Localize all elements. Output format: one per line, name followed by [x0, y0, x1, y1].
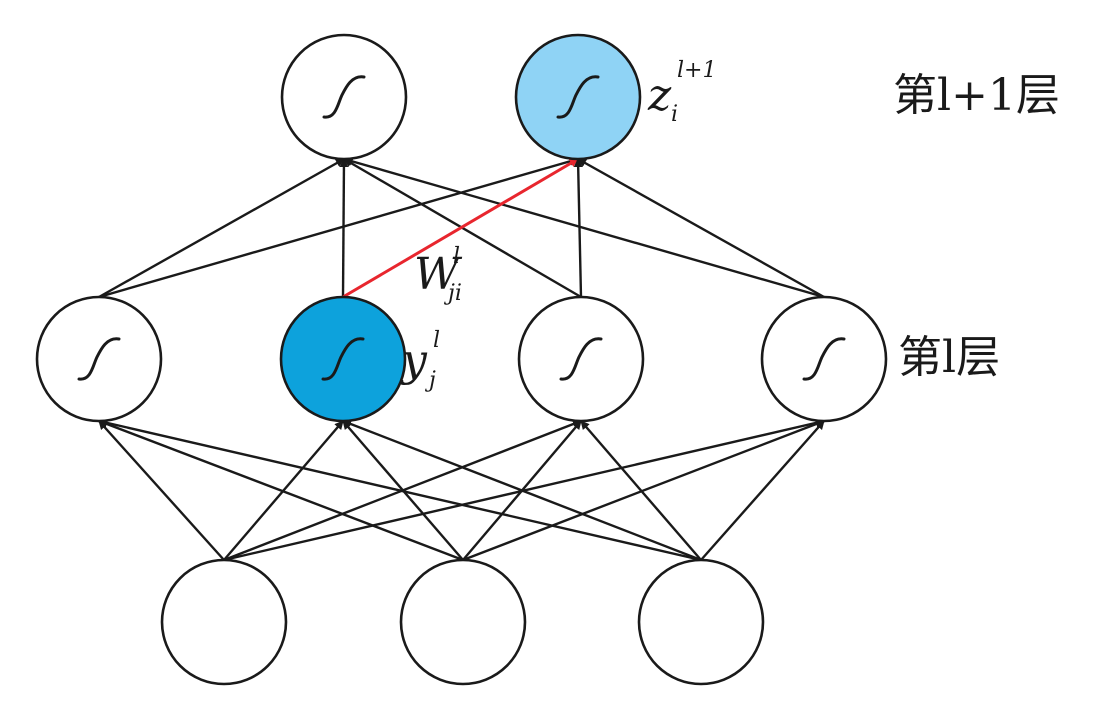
neuron-circle: [637, 558, 765, 686]
z-i-l-plus-1-label: z i l+1: [647, 58, 716, 127]
neuron-m2: [279, 295, 407, 423]
edge-b3-to-m4: [700, 420, 825, 561]
neurons: [35, 33, 888, 686]
z-base: z: [647, 70, 672, 121]
sigmoid-icon: [559, 337, 603, 381]
layer-label-l-plus-1: 第l+1层: [893, 70, 1060, 121]
layer-label-l: 第l层: [898, 332, 1000, 383]
neuron-b2: [399, 558, 527, 686]
neuron-b1: [160, 558, 288, 686]
sigmoid-icon: [321, 337, 365, 381]
w-ji-l-label: W ji l: [414, 244, 463, 306]
neuron-circle: [35, 295, 163, 423]
neuron-circle: [399, 558, 527, 686]
z-sub: i: [671, 102, 678, 127]
edge-b3-to-m3: [580, 420, 702, 561]
y-sup: l: [433, 328, 440, 353]
edge-b2-to-m1: [98, 419, 464, 562]
neuron-circle: [514, 33, 642, 161]
neuron-circle: [280, 33, 408, 161]
neuron-m1: [35, 295, 163, 423]
neuron-circle: [279, 295, 407, 423]
edge-b1-to-m1: [98, 420, 225, 561]
neuron-m3: [517, 295, 645, 423]
w-sup: l: [453, 244, 460, 269]
w-sub: ji: [443, 281, 462, 306]
edge-m1-to-t1: [98, 157, 345, 299]
sigmoid-icon: [556, 75, 600, 119]
y-j-l-label: y j l: [400, 328, 440, 393]
edge-m2-to-t2: [342, 157, 579, 299]
neuron-m4: [760, 295, 888, 423]
sigmoid-icon: [322, 75, 366, 119]
edge-m3-to-t2: [573, 158, 583, 298]
w-base: W: [414, 249, 463, 300]
neuron-circle: [517, 295, 645, 423]
neuron-t1: [280, 33, 408, 161]
sigmoid-icon: [802, 337, 846, 381]
edge-m1-to-t2: [98, 156, 579, 299]
edge-m2-to-t1: [339, 158, 349, 298]
edge-b3-to-m2: [342, 419, 702, 562]
edge-b2-to-m4: [462, 419, 825, 562]
neuron-circle: [760, 295, 888, 423]
neuron-t2: [514, 33, 642, 161]
connections: [98, 156, 825, 562]
y-base: y: [400, 335, 428, 386]
edge-b3-to-m1: [98, 418, 702, 562]
z-sup: l+1: [677, 58, 716, 83]
edge-m4-to-t1: [343, 156, 825, 299]
neuron-circle: [160, 558, 288, 686]
sigmoid-icon: [77, 337, 121, 381]
neuron-b3: [637, 558, 765, 686]
edge-m4-to-t2: [577, 157, 825, 299]
